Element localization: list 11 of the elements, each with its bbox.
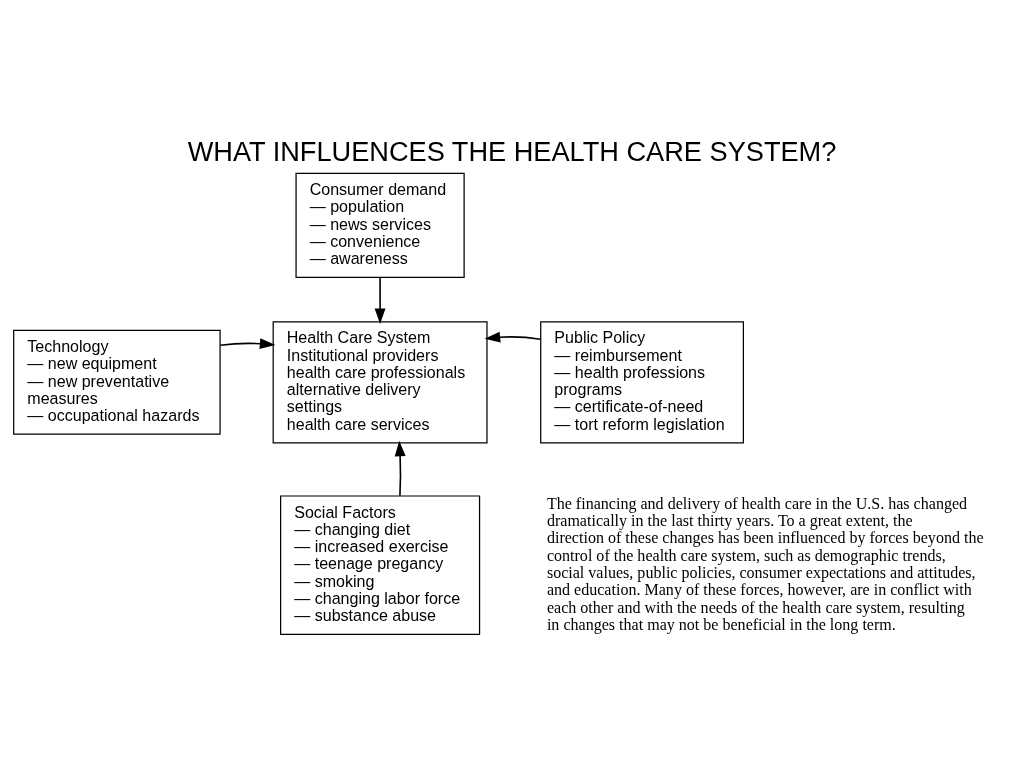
node-box: Technology — new equipment — new preventative measures — occupational hazards: [13, 329, 221, 435]
node-box: Social Factors — changing diet — increased exercise — teenage pregancy — smoking — changing labor force — substance abuse: [280, 494, 481, 635]
node-box: Health Care System Institutional providers health care professionals alternative delivery settings health care services: [272, 320, 488, 443]
arrow: [374, 276, 386, 324]
arrow: [394, 440, 406, 496]
diagram-title: WHAT INFLUENCES THE HEALTH CARE SYSTEM?: [187, 135, 837, 167]
arrow: [484, 331, 542, 343]
label: The financing and delivery of health care in the U.S. has changed dramatically in the last thirty years. To a great extent, the direction of these changes has been influenced by forces beyond the control of the health care system, such as demographic trends, social values, public policies, consumer expectations and attitudes, and education. Many of these forces, however, are in conflict with each other and with the needs of the health care system, resulting in changes that may not be beneficial in the long term.: [546, 494, 984, 633]
arrow: [219, 337, 276, 349]
node-box: Public Policy — reimbursement — health professions programs — certificate-of-need — tort reform legislation: [540, 320, 744, 443]
node-box: Consumer demand — population — news services — convenience — awareness: [295, 172, 465, 278]
